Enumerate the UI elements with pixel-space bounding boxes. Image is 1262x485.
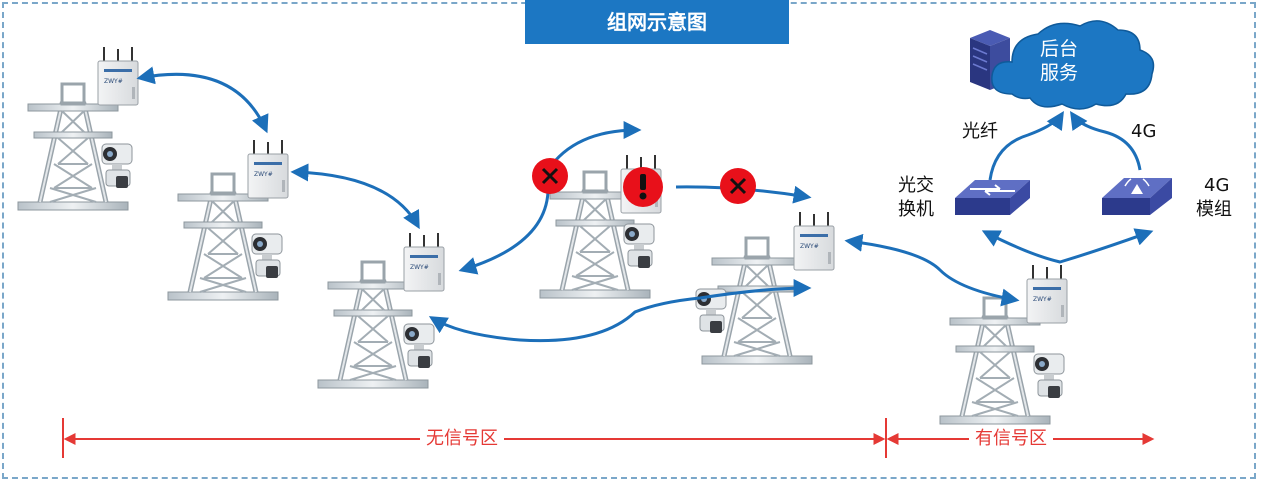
link-5-to-3 [428,296,701,343]
link-to-5-lower [699,279,812,300]
diagram-title: 组网示意图 [525,0,789,44]
fiber-label: 光纤 [962,121,998,142]
device-brand-text: ZWY# [1033,296,1052,303]
camera-1 [101,143,133,189]
camera-3 [403,323,435,369]
link-1-2 [136,66,269,134]
camera-6 [1033,353,1065,399]
sensor-box-1 [97,46,139,106]
error-badge-x-left [532,158,568,194]
cloud-label-line1: 后台 [1040,38,1079,60]
camera-4 [623,223,655,269]
link-4g-to-cloud [1070,111,1142,171]
warning-badge-exclamation [623,167,663,207]
module-label-line2: 模组 [1196,199,1232,220]
lte-module-icon [1102,178,1172,215]
camera-2 [251,233,283,279]
sensor-box-6 [1026,264,1068,324]
switch-label-line2: 换机 [898,199,934,220]
lte-label: 4G [1131,121,1157,142]
device-brand-text: ZWY# [104,78,123,85]
device-brand-text: ZWY# [410,264,429,271]
signal-zone-label: 有信号区 [969,428,1053,450]
link-2-3 [290,163,420,230]
switch-icon [955,180,1030,215]
link-5-6 [844,233,1020,307]
sensor-box-3 [403,232,445,292]
cloud-label-line2: 服务 [1040,62,1079,84]
device-brand-text: ZWY# [254,171,273,178]
sensor-box-5 [793,211,835,271]
cloud-icon [991,20,1155,110]
module-label-line1: 4G [1204,175,1230,196]
link-fault-to-3 [458,191,550,275]
sensor-box-2 [247,139,289,199]
no-signal-zone-label: 无信号区 [420,428,504,450]
device-brand-text: ZWY# [800,243,819,250]
link-switch-to-cloud [988,110,1064,181]
error-badge-x-right [720,168,756,204]
switch-label-line1: 光交 [898,175,934,196]
link-gateway-to-network [981,228,1154,264]
